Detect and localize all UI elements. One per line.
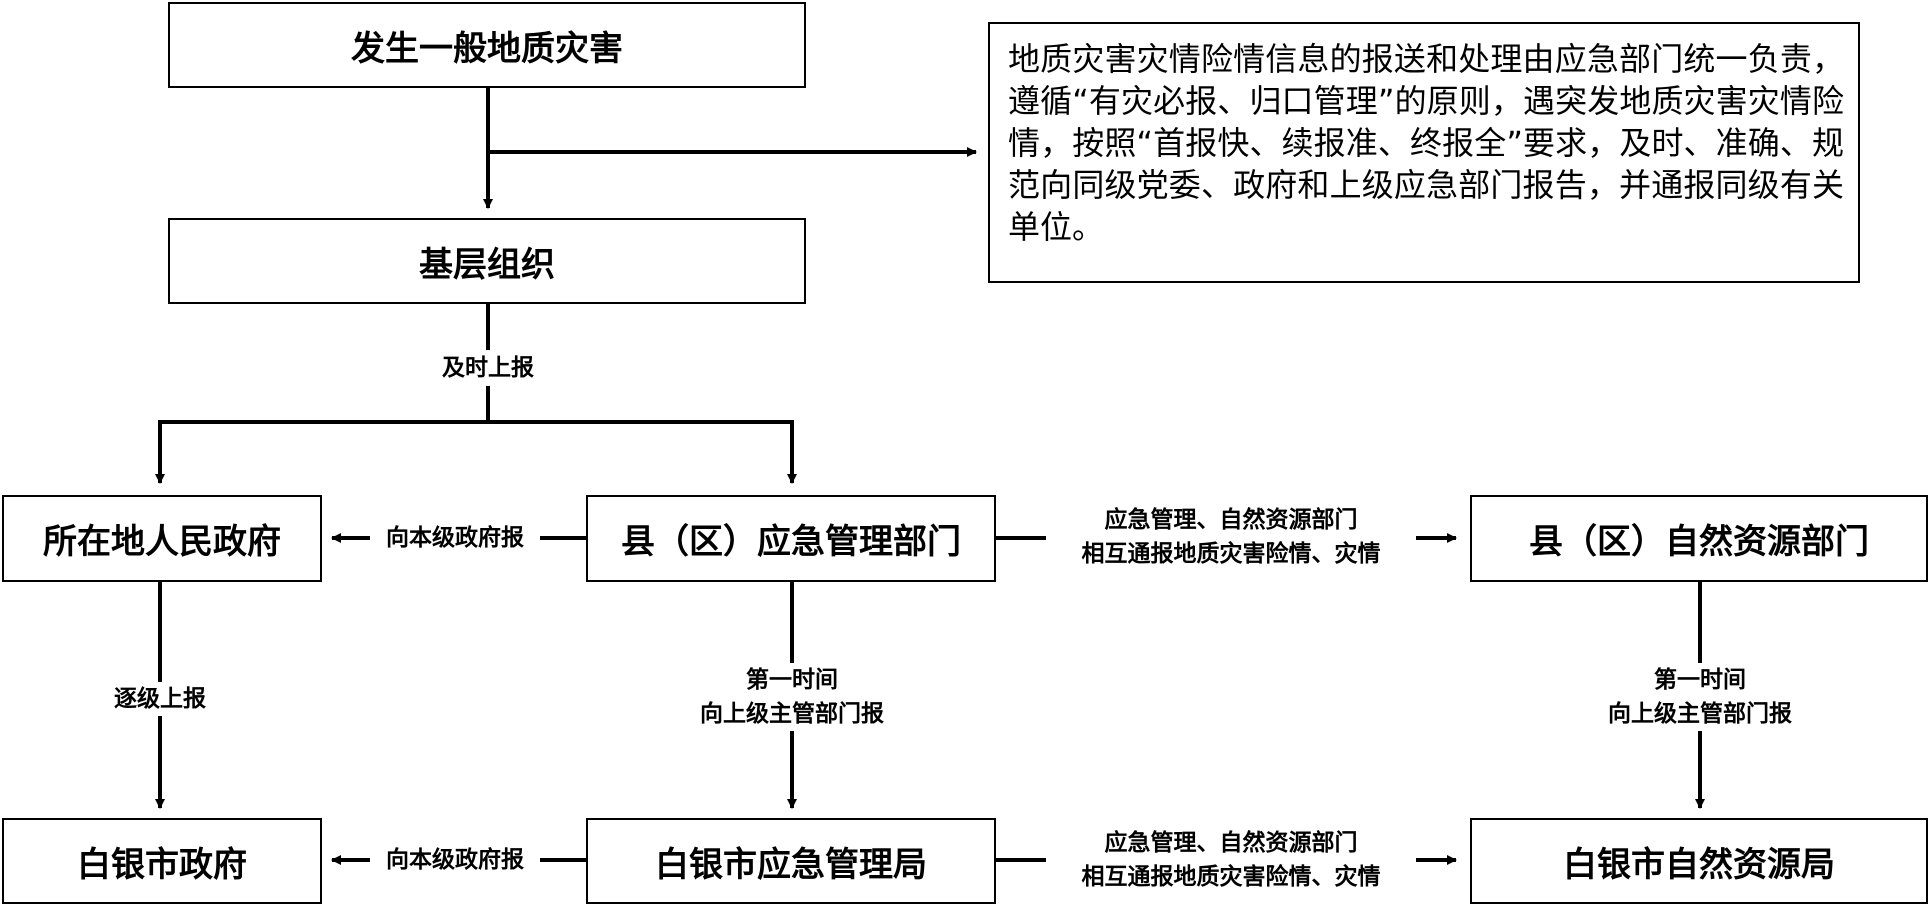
label-level-by-level: 逐级上报 xyxy=(100,682,220,716)
note-box: 地质灾害灾情险情信息的报送和处理由应急部门统一负责，遵循“有灾必报、归口管理”的… xyxy=(988,22,1860,283)
label-mutual-report-1-line1: 应急管理、自然资源部门 xyxy=(1104,507,1358,533)
label-mutual-report-1-line2: 相互通报地质灾害险情、灾情 xyxy=(1081,541,1381,567)
node-county-resources-label: 县（区）自然资源部门 xyxy=(1529,522,1869,562)
label-first-time-2-line1: 第一时间 xyxy=(1654,667,1746,693)
label-mutual-report-2: 应急管理、自然资源部门 相互通报地质灾害险情、灾情 xyxy=(1046,826,1416,894)
label-first-time-2: 第一时间 向上级主管部门报 xyxy=(1580,663,1820,731)
node-city-gov: 白银市政府 xyxy=(2,818,322,904)
label-level-by-level-text: 逐级上报 xyxy=(114,686,206,712)
label-timely-report-text: 及时上报 xyxy=(442,355,534,381)
node-grassroots-label: 基层组织 xyxy=(419,244,555,285)
node-local-gov: 所在地人民政府 xyxy=(2,495,322,582)
label-first-time-1: 第一时间 向上级主管部门报 xyxy=(672,663,912,731)
node-city-resources: 白银市自然资源局 xyxy=(1470,818,1928,904)
node-county-emergency: 县（区）应急管理部门 xyxy=(586,495,996,582)
node-county-emergency-label: 县（区）应急管理部门 xyxy=(621,522,961,562)
node-county-resources: 县（区）自然资源部门 xyxy=(1470,495,1928,582)
node-city-resources-label: 白银市自然资源局 xyxy=(1563,844,1835,885)
node-city-gov-label: 白银市政府 xyxy=(77,844,247,885)
node-occurrence-label: 发生一般地质灾害 xyxy=(351,28,623,69)
label-timely-report: 及时上报 xyxy=(428,350,548,386)
label-first-time-2-line2: 向上级主管部门报 xyxy=(1608,701,1792,727)
note-text: 地质灾害灾情险情信息的报送和处理由应急部门统一负责，遵循“有灾必报、归口管理”的… xyxy=(1008,40,1844,246)
label-mutual-report-2-line1: 应急管理、自然资源部门 xyxy=(1104,830,1358,856)
label-to-same-level-gov-1-text: 向本级政府报 xyxy=(386,525,524,551)
node-local-gov-label: 所在地人民政府 xyxy=(43,522,281,562)
node-grassroots: 基层组织 xyxy=(168,218,806,304)
label-to-same-level-gov-2-text: 向本级政府报 xyxy=(386,847,524,873)
label-to-same-level-gov-2: 向本级政府报 xyxy=(370,843,540,877)
label-to-same-level-gov-1: 向本级政府报 xyxy=(370,521,540,555)
label-mutual-report-1: 应急管理、自然资源部门 相互通报地质灾害险情、灾情 xyxy=(1046,503,1416,571)
node-city-emergency-label: 白银市应急管理局 xyxy=(655,844,927,885)
node-occurrence: 发生一般地质灾害 xyxy=(168,2,806,88)
node-city-emergency: 白银市应急管理局 xyxy=(586,818,996,904)
label-mutual-report-2-line2: 相互通报地质灾害险情、灾情 xyxy=(1081,864,1381,890)
label-first-time-1-line1: 第一时间 xyxy=(746,667,838,693)
label-first-time-1-line2: 向上级主管部门报 xyxy=(700,701,884,727)
